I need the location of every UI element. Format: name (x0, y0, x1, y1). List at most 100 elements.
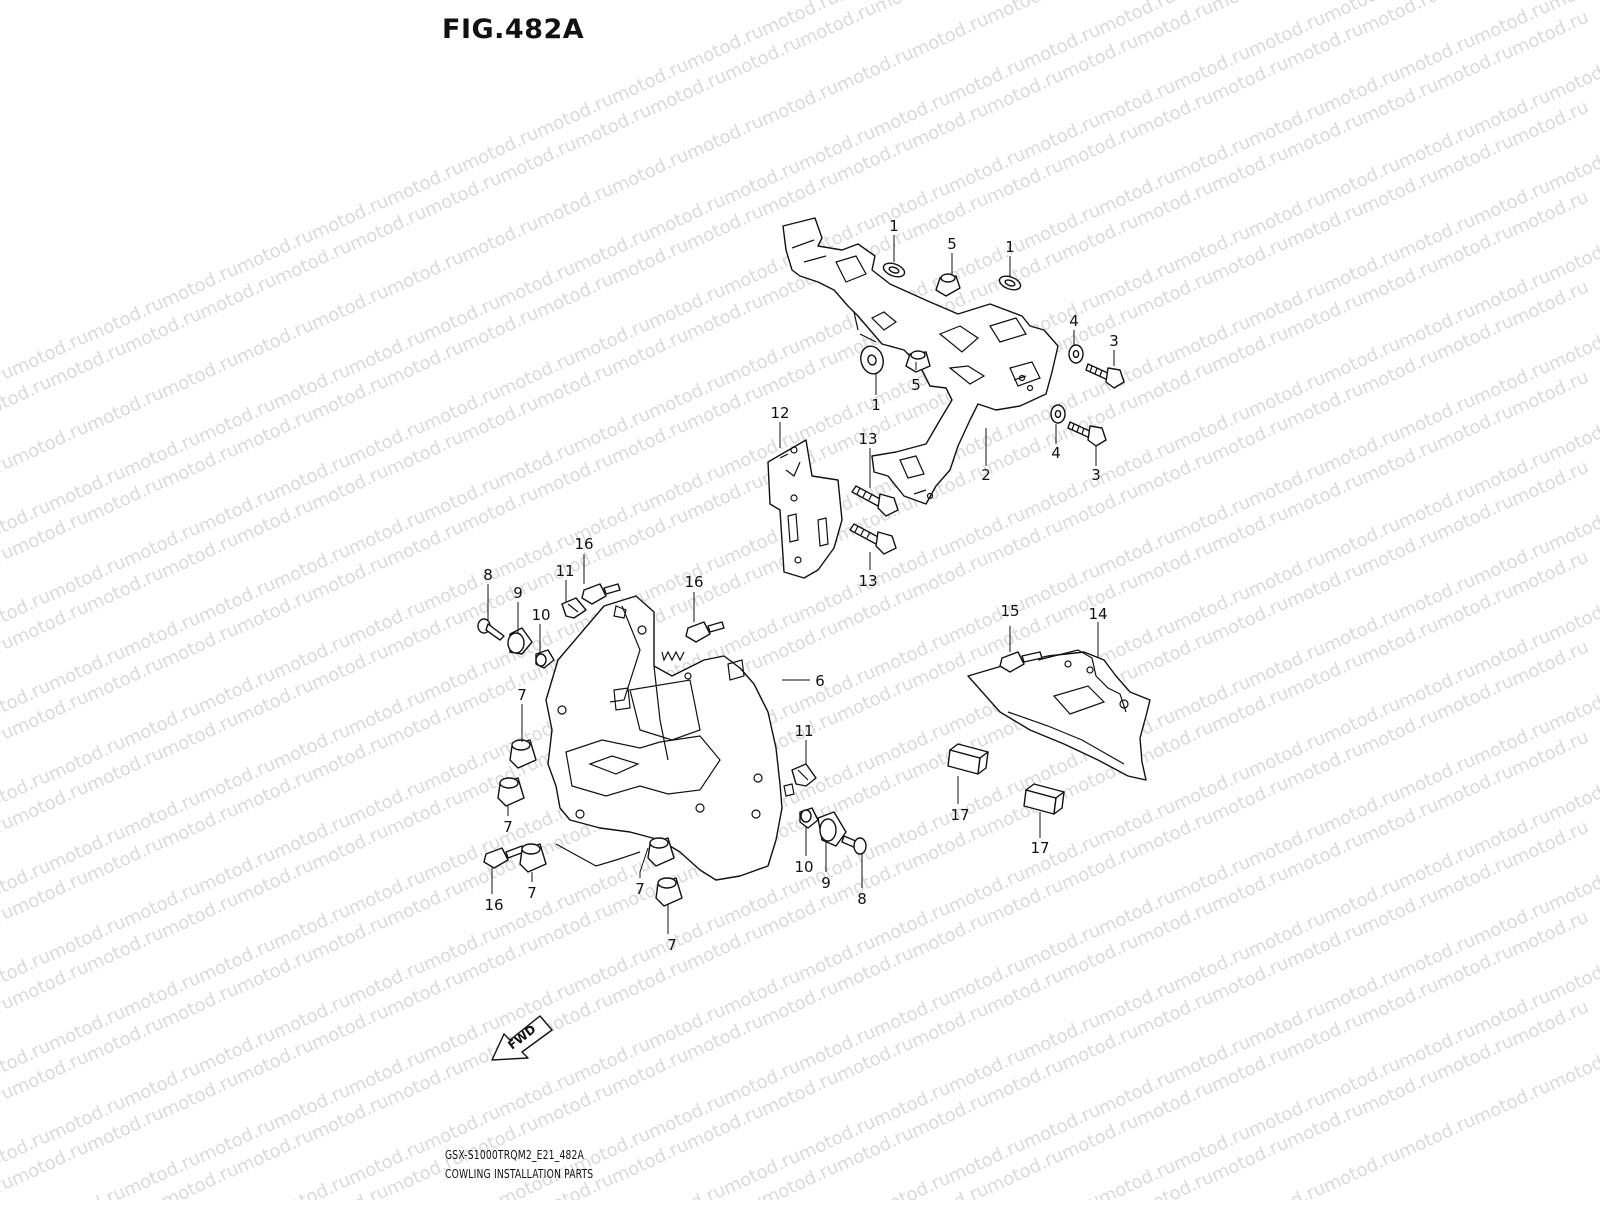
callout-1: 1 (889, 217, 899, 235)
watermark-text: motod.ru (1545, 412, 1600, 466)
callout-5: 5 (947, 235, 957, 253)
callout-12: 12 (770, 404, 789, 422)
watermark-text: motod.ru (1545, 502, 1600, 556)
callout-3: 3 (1091, 466, 1101, 484)
watermark-text: motod.ru (1395, 1110, 1479, 1164)
callout-10: 10 (531, 606, 550, 624)
watermark-text: motod.ru (1208, 0, 1292, 17)
watermark-text: motod.ru (1545, 862, 1600, 916)
watermark-text: motod.ru (270, 1170, 354, 1200)
callout-3: 3 (1109, 332, 1119, 350)
watermark-text: motod.ru (8, 417, 92, 471)
watermark-text: motod.ru (533, 179, 617, 233)
callout-13: 13 (858, 430, 877, 448)
callout-4: 4 (1051, 444, 1061, 462)
collar-10-a (535, 649, 555, 669)
watermark-text: motod.ru (645, 1180, 729, 1200)
callout-1: 1 (871, 396, 881, 414)
callout-8: 8 (857, 890, 867, 908)
watermark-text: motod.ru (1545, 682, 1600, 736)
bolt-8-b (841, 835, 867, 855)
bolt-16-a (581, 583, 621, 605)
watermark-text: motod.ru (233, 315, 317, 369)
clip-nut-11-a (561, 597, 587, 619)
watermark-text: motod.ru (458, 213, 542, 267)
watermark-text: motod.ru (908, 9, 992, 63)
clip-nut-11-b (791, 763, 817, 787)
figure-title: FIG.482A (442, 14, 585, 45)
bolt-13-a (851, 485, 899, 517)
callout-7: 7 (635, 880, 645, 898)
callout-17: 17 (950, 806, 969, 824)
model-code: GSX-S1000TRQM2_E21_482A (445, 1147, 585, 1162)
watermark-text: motod.ru (1545, 232, 1600, 286)
bolt-16-c (483, 845, 525, 869)
collar-10-b (799, 807, 819, 829)
callout-1: 1 (1005, 238, 1015, 256)
damper-9-b (817, 811, 847, 847)
watermark-text: motod.ru (1545, 142, 1600, 196)
callout-17: 17 (1030, 839, 1049, 857)
washer-4-a (1068, 344, 1084, 364)
callout-leaders (487, 235, 1115, 934)
damper-7-d (647, 837, 675, 867)
callout-8: 8 (483, 566, 493, 584)
watermark-text: motod.ru (1545, 952, 1600, 1006)
washer-1-a (882, 262, 906, 278)
watermark-text: motod.ru (833, 43, 917, 97)
watermark-text: motod.ru (1470, 1076, 1554, 1130)
callout-7: 7 (517, 686, 527, 704)
grommet-5-b (905, 350, 931, 373)
callout-10: 10 (794, 858, 813, 876)
watermark-text: motod.ru (1545, 772, 1600, 826)
group-name: COWLING INSTALLATION PARTS (445, 1166, 594, 1181)
washer-1-b (998, 275, 1022, 291)
bolt-3-b (1067, 421, 1107, 447)
callout-2: 2 (981, 466, 991, 484)
callout-11: 11 (794, 722, 813, 740)
watermark-text: motod.ru (1545, 1042, 1600, 1096)
callout-9: 9 (513, 584, 523, 602)
callout-16: 16 (574, 535, 593, 553)
callout-9: 9 (821, 874, 831, 892)
main-bracket-part-6 (545, 595, 795, 881)
watermark-text: motod.ru (871, 0, 955, 18)
watermark-text: motod.ru (1545, 52, 1600, 106)
watermark-text: motod.ru (383, 247, 467, 301)
watermark-text: motod.ru (1320, 1144, 1404, 1198)
callout-15: 15 (1000, 602, 1019, 620)
callout-5: 5 (911, 376, 921, 394)
watermark-text: motod.ru (983, 0, 1067, 29)
callout-6: 6 (815, 672, 825, 690)
watermark-text: motod.ru (308, 281, 392, 335)
callout-16: 16 (484, 896, 503, 914)
watermark-text: motod.ru (158, 349, 242, 403)
watermark-text: motod.ru (45, 1182, 129, 1200)
watermark-text: motod.ru (1545, 592, 1600, 646)
callout-11: 11 (555, 562, 574, 580)
bolt-16-b (685, 621, 725, 643)
bolt-8-a (477, 618, 505, 641)
watermark-text: motod.ru (1245, 1178, 1329, 1200)
callout-14: 14 (1088, 605, 1107, 623)
cover-part-14 (967, 649, 1151, 781)
callout-7: 7 (503, 818, 513, 836)
watermark-text: motod.ru (83, 383, 167, 437)
damper-7-a (509, 739, 537, 769)
watermark-text: motod.ru (683, 111, 767, 165)
bolt-15 (999, 651, 1043, 673)
watermark-text: motod.ru (1545, 322, 1600, 376)
bolt-13-b (849, 523, 897, 555)
damper-9-a (507, 627, 533, 655)
bolt-3-a (1085, 363, 1125, 389)
damper-7-c (519, 843, 547, 873)
washer-4-b (1050, 404, 1066, 424)
callout-4: 4 (1069, 312, 1079, 330)
damper-7-b (497, 777, 525, 807)
watermark-text: motod.ru (608, 145, 692, 199)
callout-7: 7 (667, 936, 677, 954)
callout-7: 7 (527, 884, 537, 902)
